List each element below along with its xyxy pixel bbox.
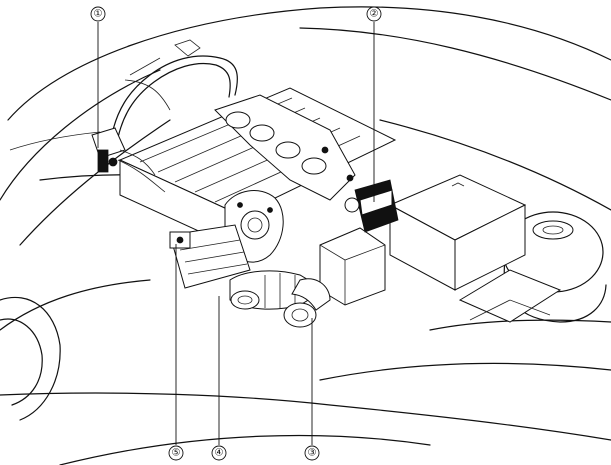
egr-valve-assembly xyxy=(319,179,399,306)
callout-4-label: ④ xyxy=(215,448,224,459)
callout-2-label: ② xyxy=(370,9,379,20)
callout-4: ④ xyxy=(211,445,227,461)
callout-1: ① xyxy=(90,6,106,22)
sensor-cluster xyxy=(91,127,166,193)
callout-1-label: ① xyxy=(94,9,103,20)
leader-lines xyxy=(97,22,375,445)
hose-routing xyxy=(109,39,238,149)
callout-3-label: ③ xyxy=(308,448,317,459)
left-wheel-arch xyxy=(0,296,61,421)
callout-3: ③ xyxy=(304,445,320,461)
control-valve xyxy=(283,278,331,328)
intake-duct xyxy=(169,224,251,289)
callout-5-label: ⑤ xyxy=(172,448,181,459)
callout-5: ⑤ xyxy=(168,445,184,461)
exhaust-manifold xyxy=(214,94,356,201)
battery-box xyxy=(388,174,562,323)
callout-2: ② xyxy=(366,6,382,22)
